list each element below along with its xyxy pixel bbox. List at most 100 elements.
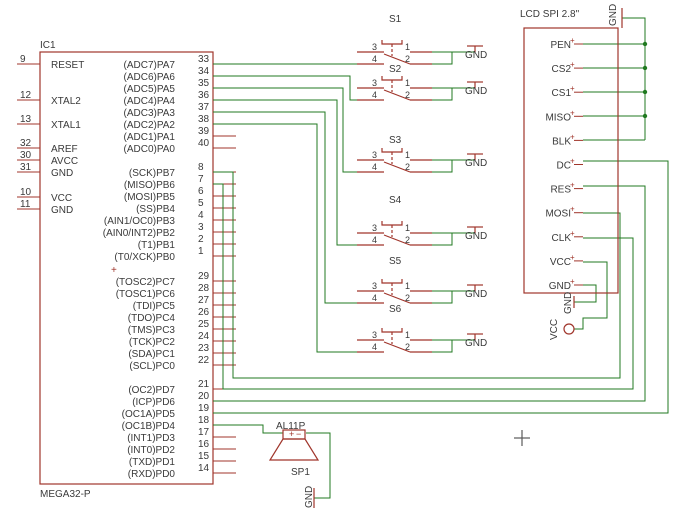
- ic-pin-name: (TDI)PC5: [133, 301, 176, 312]
- switch-pin-number: 4: [372, 162, 377, 172]
- lcd-pin-marker: +: [570, 253, 575, 262]
- lcd-body: [523, 27, 619, 294]
- switch-name: S1: [389, 14, 402, 25]
- speaker-gnd-label: GND: [304, 486, 315, 508]
- switch-pin-number: 3: [372, 281, 377, 291]
- ic-pin-name: (ICP)PD6: [132, 397, 175, 408]
- gnd-label: GND: [465, 86, 487, 97]
- ic-pin-number: 11: [20, 199, 31, 210]
- ic-pin-name: (ADC3)PA3: [124, 108, 176, 119]
- ic-pin-name: (INT1)PD3: [127, 433, 175, 444]
- ic-pin-number: 21: [198, 379, 210, 390]
- ic-pin-number: 23: [198, 343, 210, 354]
- ic-pin-number: 32: [20, 138, 32, 149]
- svg-text:−: −: [296, 429, 301, 439]
- gnd-symbol-lcd-pin: GND: [563, 292, 575, 314]
- ic-left-pins: 9RESET12XTAL213XTAL132AREF30AVCC31GND10V…: [17, 54, 84, 216]
- ic-pin-name: AVCC: [51, 156, 78, 167]
- ic-pin-name: (SDA)PC1: [128, 349, 175, 360]
- switch-pin-number: 1: [405, 42, 410, 52]
- speaker-name: SP1: [291, 467, 310, 478]
- lcd-pin-marker: +: [570, 229, 575, 238]
- ic-pin-name: (TCK)PC2: [129, 337, 176, 348]
- switch-name: S3: [389, 135, 402, 146]
- svg-text:+: +: [289, 429, 294, 439]
- switch-pin-number: 4: [372, 342, 377, 352]
- ic-pin-name: AREF: [51, 144, 78, 155]
- switch-pin-number: 4: [372, 54, 377, 64]
- lcd-pin-cs1: CS1: [552, 88, 572, 99]
- ic-pin-number: 16: [198, 439, 210, 450]
- ic-pin-name: (AIN1/OC0)PB3: [104, 216, 176, 227]
- switch-pin-number: 4: [372, 293, 377, 303]
- ic-pin-number: 22: [198, 355, 210, 366]
- ic-pin-name: (SS)PB4: [136, 204, 175, 215]
- switch-pin-number: 2: [405, 342, 410, 352]
- crosshair-cursor: [514, 430, 530, 446]
- lcd-pin-marker: +: [570, 108, 575, 117]
- ic-pin-number: 39: [198, 126, 210, 137]
- gnd-label-lcd: GND: [608, 4, 619, 26]
- ic-pin-number: 20: [198, 391, 210, 402]
- ic-pin-name: GND: [51, 168, 73, 179]
- switch-pin-number: 2: [405, 90, 410, 100]
- ic-pin-name: (TXD)PD1: [129, 457, 176, 468]
- ic-body: [39, 51, 214, 485]
- lcd-pin-clk: CLK: [552, 233, 572, 244]
- ic-pin-name: (AIN0/INT2)PB2: [103, 228, 176, 239]
- ic-pin-number: 35: [198, 78, 210, 89]
- lcd-pin-res: RES: [550, 185, 571, 196]
- switch-pin-number: 1: [405, 281, 410, 291]
- lcd-pin-cs2: CS2: [552, 64, 572, 75]
- ic-pin-name: (OC2)PD7: [128, 385, 175, 396]
- switch-pin-number: 2: [405, 54, 410, 64]
- ic-pin-name: XTAL2: [51, 96, 81, 107]
- switch-pin-number: 2: [405, 293, 410, 303]
- lcd-pin-vcc: VCC: [550, 257, 571, 268]
- switch-pin-number: 3: [372, 223, 377, 233]
- ic-pin-number: 13: [20, 114, 32, 125]
- ic-part: MEGA32-P: [40, 489, 91, 500]
- ic-pin-name: (MOSI)PB5: [124, 192, 176, 203]
- switch-pin-number: 2: [405, 235, 410, 245]
- ic-pin-number: 34: [198, 66, 210, 77]
- ic-name: IC1: [40, 40, 56, 51]
- ic-pin-number: 31: [20, 162, 32, 173]
- switch-pin-number: 1: [405, 78, 410, 88]
- lcd-pin-dc: DC: [557, 161, 571, 172]
- ic-pin-name: (ADC6)PA6: [124, 72, 176, 83]
- ic-pin-number: 33: [198, 54, 210, 65]
- ic-pin-number: 38: [198, 114, 210, 125]
- lcd-pin-marker: +: [570, 157, 575, 166]
- ic-pin-number: 40: [198, 138, 210, 149]
- ic-pin-number: 5: [198, 198, 204, 209]
- ic-pin-number: 12: [20, 90, 32, 101]
- ic-pin-number: 30: [20, 150, 32, 161]
- lcd-pin-marker: +: [570, 36, 575, 45]
- ic-pin-name: VCC: [51, 193, 72, 204]
- ic-pin-name: (TOSC2)PC7: [116, 277, 176, 288]
- lcd-pin-marker: +: [570, 205, 575, 214]
- switch-pin-number: 1: [405, 150, 410, 160]
- ic-pin-name: (INT0)PD2: [127, 445, 175, 456]
- ic-pin-name: (OC1A)PD5: [122, 409, 176, 420]
- ic-pin-number: 24: [198, 331, 210, 342]
- gnd-label: GND: [465, 338, 487, 349]
- ic-pin-name: (TDO)PC4: [128, 313, 176, 324]
- ic-pin-name: (TMS)PC3: [128, 325, 176, 336]
- ic-pin-name: (T1)PB1: [138, 240, 176, 251]
- speaker: + − AL11P SP1 GND: [268, 421, 320, 508]
- switch-name: S6: [389, 304, 402, 315]
- ic-pin-name: (SCL)PC0: [129, 361, 175, 372]
- ic-pin-number: 6: [198, 186, 204, 197]
- ic-pin-name: (RXD)PD0: [128, 469, 176, 480]
- ic-pin-number: 26: [198, 307, 210, 318]
- lcd-pin-marker: +: [570, 132, 575, 141]
- lcd-pin-marker: +: [570, 277, 575, 286]
